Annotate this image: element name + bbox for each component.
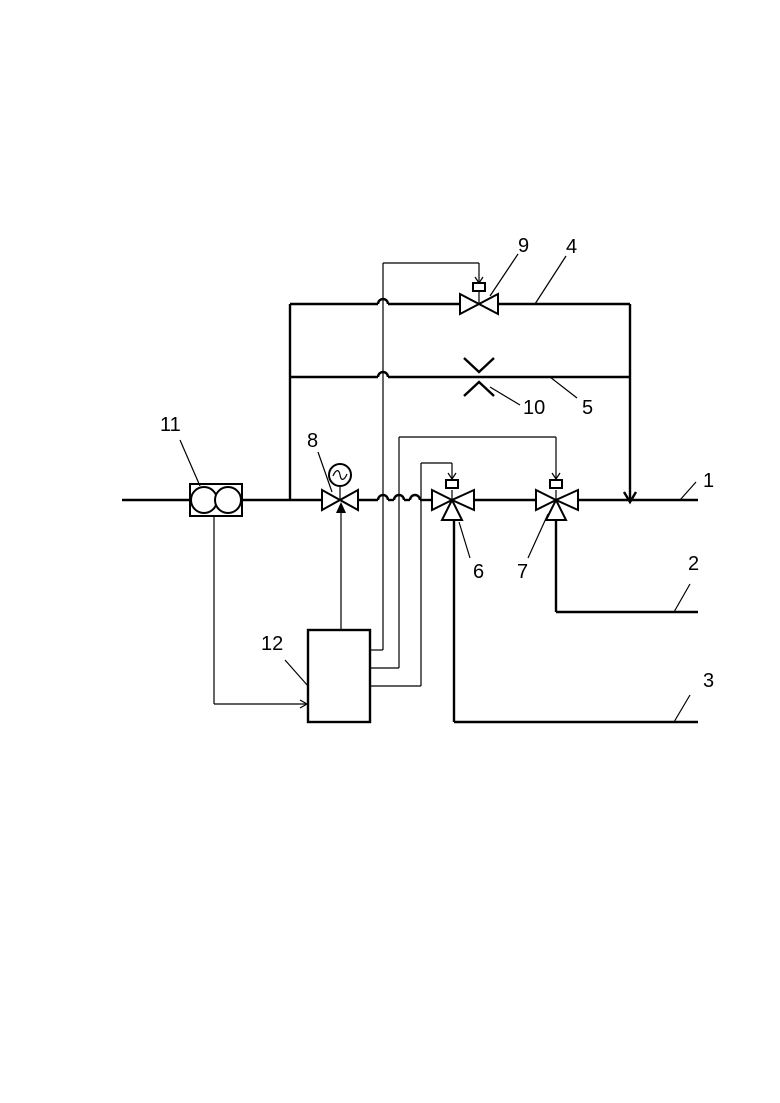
label-3: 3 xyxy=(703,670,714,692)
three-way-valve-7 xyxy=(536,480,578,520)
label-12: 12 xyxy=(261,633,283,655)
label-10: 10 xyxy=(523,397,545,419)
label-4: 4 xyxy=(566,236,577,258)
label-2: 2 xyxy=(688,553,699,575)
label-9: 9 xyxy=(518,235,529,257)
leader-lines xyxy=(180,254,696,722)
outlet-pipe-2 xyxy=(556,520,698,612)
solenoid-valve-9 xyxy=(460,283,498,314)
label-5: 5 xyxy=(582,397,593,419)
label-1: 1 xyxy=(703,470,714,492)
three-way-valve-6 xyxy=(432,480,474,520)
label-8: 8 xyxy=(307,430,318,452)
controller-box-12 xyxy=(308,630,370,722)
label-11: 11 xyxy=(160,414,181,436)
bypass-line-5 xyxy=(290,372,630,377)
label-6: 6 xyxy=(473,561,484,583)
label-7: 7 xyxy=(517,561,528,583)
outlet-pipe-3 xyxy=(454,520,698,722)
control-valve-8 xyxy=(322,464,358,510)
flow-meter-11 xyxy=(190,484,242,516)
